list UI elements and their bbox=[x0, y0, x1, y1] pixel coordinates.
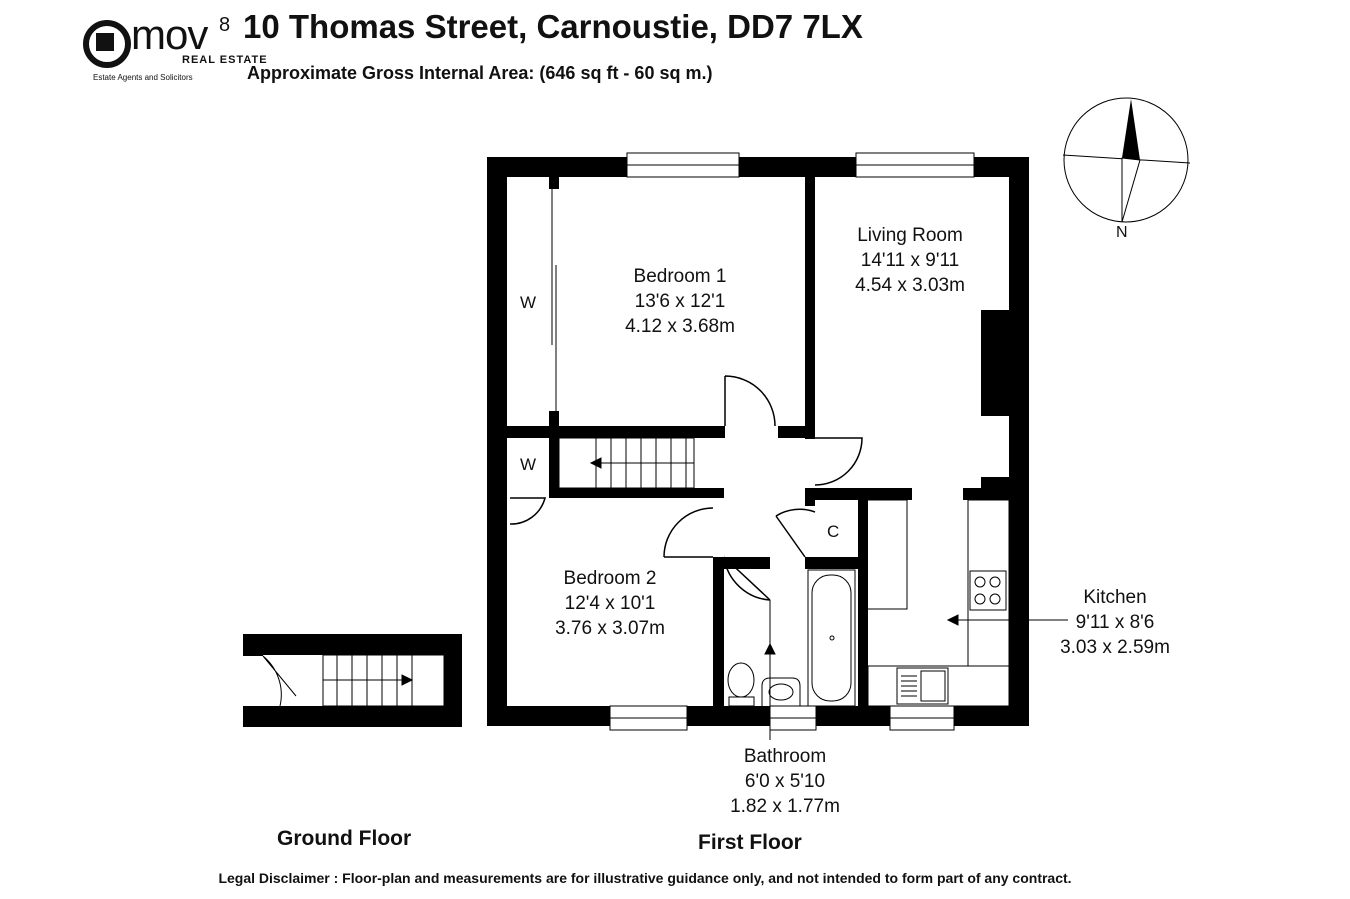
logo-superscript: 8 bbox=[219, 14, 231, 36]
page-title: 10 Thomas Street, Carnoustie, DD7 7LX bbox=[243, 8, 863, 45]
door-bed2 bbox=[663, 507, 714, 558]
room-imperial: 14'11 x 9'11 bbox=[860, 250, 960, 271]
kitchen-worktop-bottom bbox=[867, 665, 1010, 707]
wall-bed1-living bbox=[805, 177, 815, 439]
wall-cupboard-right bbox=[858, 488, 868, 707]
wall-bath-top bbox=[724, 557, 770, 569]
logo-tagline: Estate Agents and Solicitors bbox=[93, 73, 193, 82]
room-name: Kitchen bbox=[1083, 587, 1147, 608]
compass-icon bbox=[1062, 97, 1191, 223]
sink-icon bbox=[896, 667, 949, 705]
gf-wall-right bbox=[444, 634, 462, 727]
hob-icon bbox=[969, 570, 1007, 611]
logo-mark-icon bbox=[83, 20, 131, 68]
room-bathroom: Bathroom 6'0 x 5'10 1.82 x 1.77m bbox=[710, 744, 860, 819]
legal-disclaimer: Legal Disclaimer : Floor-plan and measur… bbox=[218, 870, 1072, 886]
gf-door bbox=[262, 655, 297, 707]
kitchen-worktop-left bbox=[868, 499, 908, 610]
gf-wall-bottom bbox=[243, 706, 462, 727]
room-metric: 4.54 x 3.03m bbox=[855, 275, 965, 296]
gf-wall-left-bottom bbox=[243, 706, 263, 727]
room-living: Living Room 14'11 x 9'11 4.54 x 3.03m bbox=[820, 223, 1000, 298]
door-bathroom bbox=[723, 556, 771, 601]
compass-north-label: N bbox=[1116, 224, 1128, 241]
door-living bbox=[814, 437, 863, 486]
logo-wordmark: mov bbox=[131, 11, 208, 58]
wall-left bbox=[487, 157, 507, 726]
room-imperial: 12'4 x 10'1 bbox=[564, 593, 656, 614]
room-name: Bedroom 1 bbox=[633, 266, 727, 287]
room-imperial: 6'0 x 5'10 bbox=[744, 771, 826, 792]
wall-wardrobe1b bbox=[549, 411, 559, 426]
chimney-breast bbox=[981, 310, 1009, 416]
wall-right bbox=[1009, 157, 1029, 726]
door-cupboard bbox=[775, 508, 816, 558]
page-subtitle: Approximate Gross Internal Area: (646 sq… bbox=[247, 63, 713, 83]
door-bed1 bbox=[724, 375, 776, 427]
first-floor-label: First Floor bbox=[698, 831, 802, 854]
room-name: Living Room bbox=[857, 225, 963, 246]
wardrobe-label-1: W bbox=[520, 293, 537, 312]
wall-cupboard-left bbox=[805, 488, 815, 506]
stairs-ground bbox=[262, 654, 445, 707]
logo-real-estate: REAL ESTATE bbox=[182, 54, 268, 66]
room-metric: 3.03 x 2.59m bbox=[1060, 637, 1170, 658]
room-metric: 3.76 x 3.07m bbox=[555, 618, 665, 639]
wall-stair-bottom bbox=[549, 488, 724, 498]
room-kitchen: Kitchen 9'11 x 8'6 3.03 x 2.59m bbox=[1040, 585, 1190, 660]
wall-bed1-bottom-a bbox=[507, 426, 725, 438]
toilet-icon bbox=[727, 662, 755, 707]
room-imperial: 9'11 x 8'6 bbox=[1075, 612, 1155, 633]
wall-wardrobe1 bbox=[549, 177, 559, 189]
room-bedroom2: Bedroom 2 12'4 x 10'1 3.76 x 3.07m bbox=[520, 566, 700, 641]
room-bedroom1: Bedroom 1 13'6 x 12'1 4.12 x 3.68m bbox=[590, 264, 770, 339]
room-metric: 4.12 x 3.68m bbox=[625, 316, 735, 337]
basin-icon bbox=[761, 677, 801, 706]
room-name: Bathroom bbox=[743, 746, 827, 767]
room-metric: 1.82 x 1.77m bbox=[730, 796, 840, 817]
wall-bed2-right bbox=[713, 557, 724, 707]
kitchen-worktop-right bbox=[967, 499, 1010, 667]
door-wardrobe2 bbox=[509, 497, 546, 525]
wardrobe-label-2: W bbox=[520, 455, 537, 474]
wall-bed1-bottom-b bbox=[778, 426, 815, 438]
gf-wall-top bbox=[243, 634, 462, 655]
bath-icon bbox=[807, 569, 856, 707]
room-name: Bedroom 2 bbox=[563, 568, 657, 589]
cupboard-label: C bbox=[827, 522, 840, 541]
ground-floor-label: Ground Floor bbox=[277, 827, 412, 850]
wall-cupboard-bottom bbox=[805, 557, 868, 569]
wall-hall-b bbox=[963, 488, 1009, 500]
room-imperial: 13'6 x 12'1 bbox=[634, 291, 726, 312]
stairs-first bbox=[558, 437, 695, 489]
wall-stair-left bbox=[549, 438, 559, 496]
gf-wall-left-top bbox=[243, 634, 263, 656]
